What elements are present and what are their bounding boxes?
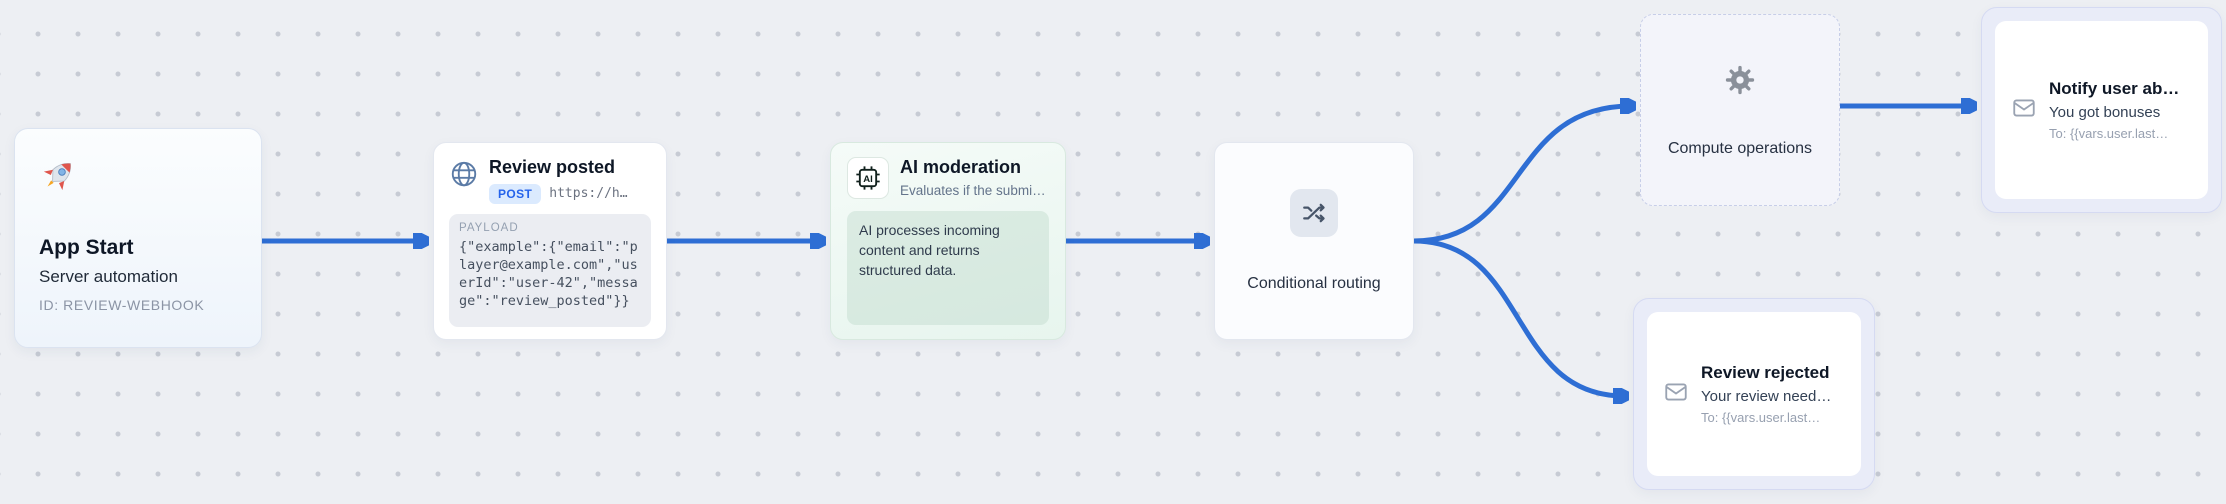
- globe-icon: [449, 159, 479, 194]
- node-review-rejected[interactable]: Review rejected Your review need… To: {{…: [1633, 298, 1875, 490]
- payload-json: {"example":{"email":"player@example.com"…: [459, 238, 638, 309]
- envelope-icon: [2011, 95, 2037, 126]
- node-subtitle: Server automation: [39, 267, 178, 287]
- node-title: Compute operations: [1667, 139, 1813, 157]
- node-conditional-routing[interactable]: Conditional routing: [1214, 142, 1414, 340]
- node-title: Review rejected: [1701, 363, 1830, 382]
- email-card: Notify user ab… You got bonuses To: {{va…: [1995, 21, 2208, 199]
- node-title: Notify user ab…: [2049, 79, 2180, 98]
- email-subject: You got bonuses: [2049, 104, 2161, 121]
- edge-router-compute[interactable]: [1411, 106, 1631, 244]
- ai-description: AI processes incoming content and return…: [847, 211, 1049, 325]
- node-ai-moderation[interactable]: AI AI moderation Evaluates if the submi……: [830, 142, 1066, 340]
- email-subject: Your review need…: [1701, 388, 1832, 405]
- edge-router-rejected[interactable]: [1411, 238, 1624, 396]
- email-recipient: To: {{vars.user.last…: [1701, 410, 1821, 425]
- shuffle-icon: [1290, 189, 1338, 237]
- review-posted-header: Review posted POST https://h…: [449, 157, 651, 204]
- node-subtitle: Evaluates if the submi…: [900, 182, 1046, 198]
- node-title: AI moderation: [900, 157, 1022, 177]
- gear-icon: [1723, 63, 1757, 102]
- node-title: Review posted: [489, 157, 616, 177]
- rocket-icon: [39, 155, 79, 195]
- svg-text:AI: AI: [863, 174, 873, 185]
- node-title: App Start: [39, 236, 134, 259]
- webhook-url: https://h…: [549, 186, 628, 202]
- payload-label: PAYLOAD: [459, 221, 519, 234]
- email-recipient: To: {{vars.user.last…: [2049, 126, 2169, 141]
- node-id-label: ID: REVIEW-WEBHOOK: [39, 297, 205, 314]
- email-card: Review rejected Your review need… To: {{…: [1647, 312, 1861, 476]
- ai-chip-icon: AI: [847, 157, 889, 199]
- node-notify-user[interactable]: Notify user ab… You got bonuses To: {{va…: [1981, 7, 2222, 213]
- node-app-start[interactable]: App Start Server automation ID: REVIEW-W…: [14, 128, 262, 348]
- node-compute-operations[interactable]: Compute operations: [1640, 14, 1840, 206]
- ai-moderation-header: AI AI moderation Evaluates if the submi…: [847, 157, 1049, 199]
- envelope-icon: [1663, 379, 1689, 410]
- http-method-badge: POST: [489, 183, 542, 204]
- payload-box: PAYLOAD {"example":{"email":"player@exam…: [449, 213, 651, 327]
- node-review-posted[interactable]: Review posted POST https://h… PAYLOAD {"…: [433, 142, 667, 340]
- node-title: Conditional routing: [1247, 275, 1381, 292]
